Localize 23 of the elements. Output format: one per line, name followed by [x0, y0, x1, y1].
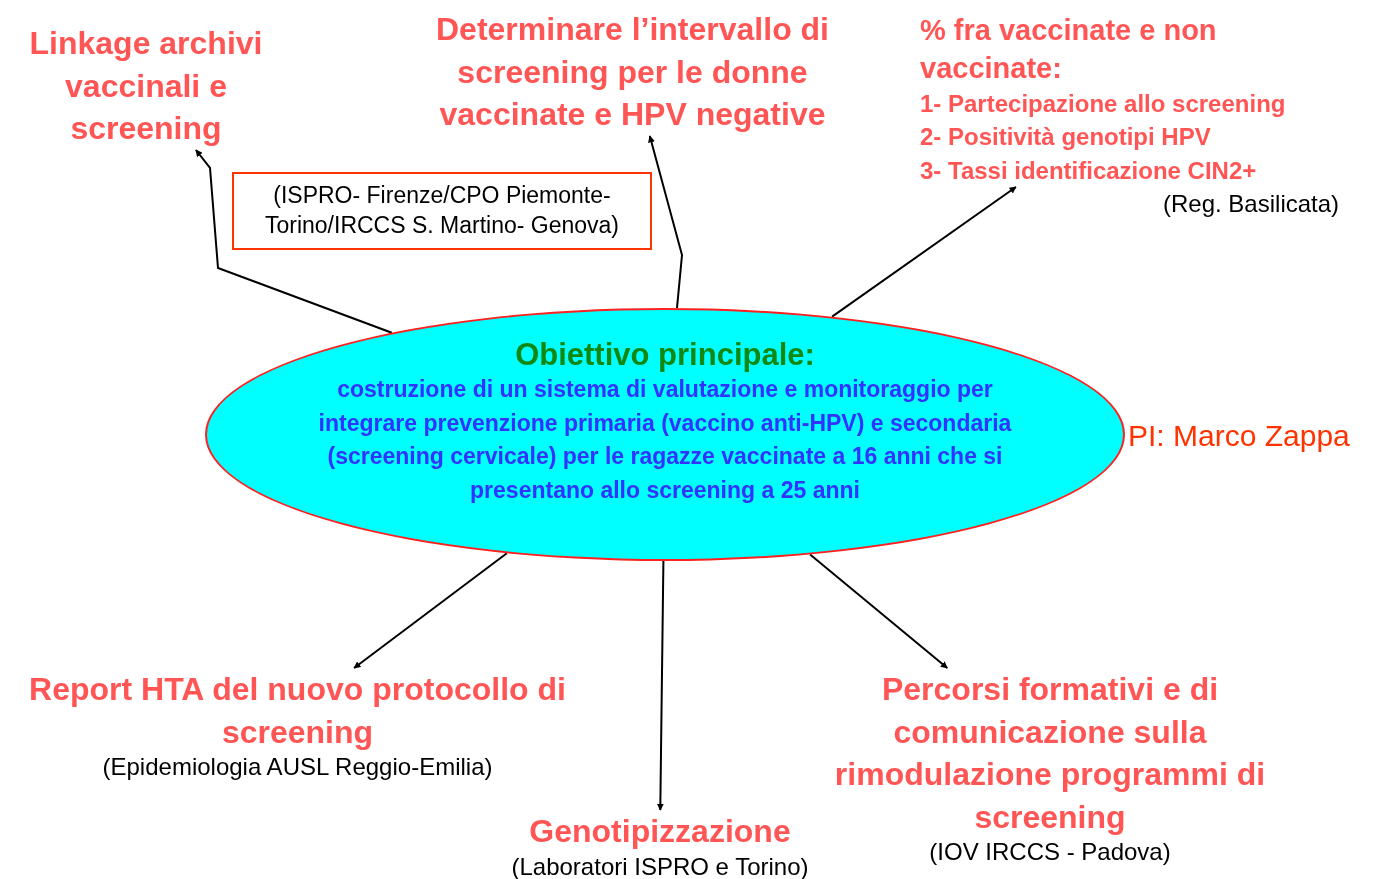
arrow [194, 149, 393, 334]
arrow [831, 186, 1017, 318]
partner-note: (Reg. Basilicata) [1163, 190, 1340, 218]
objective-text: Linkage archivi vaccinali e screening [28, 24, 264, 149]
partner-note: (IOV IRCCS - Padova) [929, 838, 1171, 866]
objective-text: Report HTA del nuovo protocollo di screening [28, 670, 567, 752]
objective-text: Determinare l’intervallo di screening per le donne vaccinate e HPV negative [435, 10, 830, 135]
objective-text: Genotipizzazione [528, 812, 792, 851]
arrow [809, 553, 949, 669]
partners-box [232, 172, 652, 250]
objective-item: 1- Partecipazione allo screening [920, 89, 1287, 120]
arrow [656, 560, 665, 811]
goal-description: costruzione di un sistema di valutazione e monitoraggio per integrare prevenzione primaria (vaccino anti-HPV) e secondaria (screening cervicale) per le ragazze vaccinate a 16 anni che si presentano allo screening a 25 anni [317, 374, 1013, 506]
objective-item: 2- Positività genotipi HPV [920, 122, 1212, 153]
objective-heading: % fra vaccinate e non vaccinate: [920, 13, 1218, 86]
arrow [648, 135, 683, 310]
goal-title: Obiettivo principale: [515, 337, 815, 373]
partner-note: (Epidemiologia AUSL Reggio-Emilia) [102, 753, 493, 781]
lead-name: PI: Marco Zappa [1128, 419, 1350, 453]
objective-item: 3- Tassi identificazione CIN2+ [920, 155, 1258, 186]
partners-text: (ISPRO- Firenze/CPO Piemonte-Torino/IRCCS S. Martino- Genova) [263, 181, 621, 240]
arrow [353, 552, 508, 669]
objective-text: Percorsi formativi e di comunicazione sulla rimodulazione programmi di screening [833, 670, 1267, 837]
